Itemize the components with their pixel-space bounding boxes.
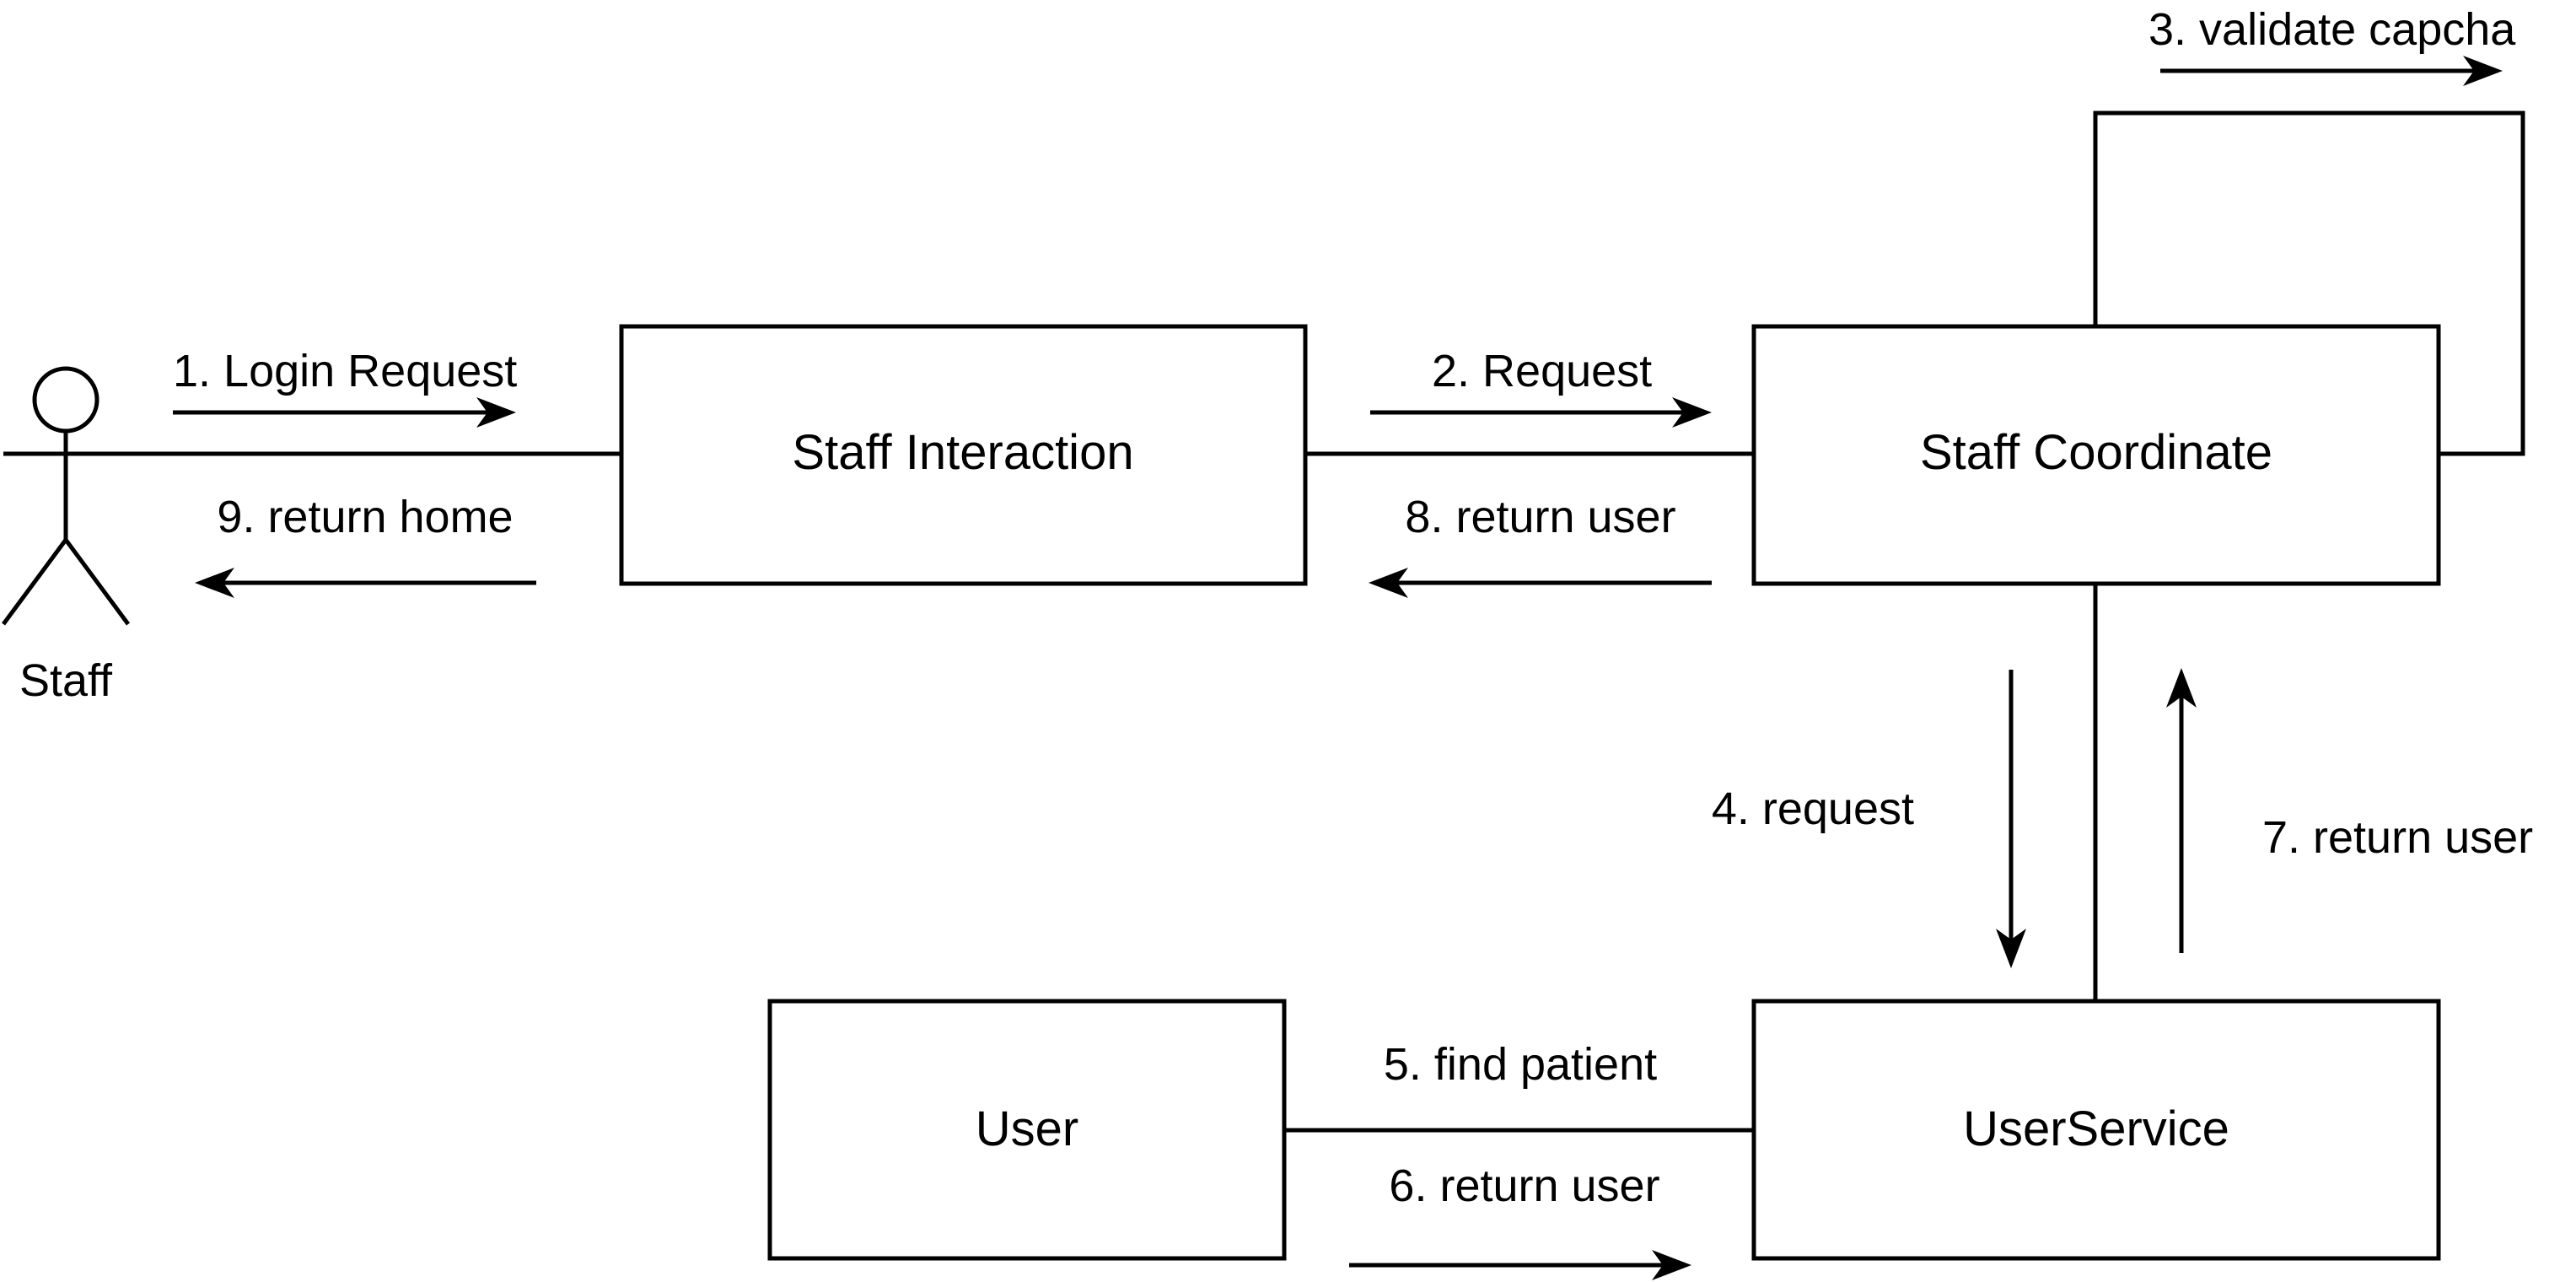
- actor-leg-right: [63, 538, 131, 626]
- message-5-label: 5. find patient: [1384, 1039, 1657, 1090]
- message-1-arrowhead: [476, 397, 516, 428]
- message-3: 3. validate capcha: [2148, 4, 2516, 86]
- message-2: 2. Request: [1370, 346, 1712, 428]
- message-4: 4. request: [1712, 670, 2026, 968]
- node-user: User: [767, 999, 1287, 1261]
- message-1-label: 1. Login Request: [173, 346, 517, 396]
- message-8: 8. return user: [1369, 492, 1712, 598]
- node-staff-interaction-label: Staff Interaction: [792, 425, 1133, 480]
- message-2-arrowhead: [1672, 397, 1712, 428]
- message-7-label: 7. return user: [2262, 812, 2533, 863]
- message-5: 5. find patient: [1384, 1039, 1657, 1090]
- message-3-arrowhead: [2463, 56, 2503, 86]
- node-user-service-label: UserService: [1963, 1102, 2229, 1156]
- actor-leg-left: [1, 538, 68, 626]
- message-9-arrowhead: [195, 568, 234, 598]
- message-6: 6. return user: [1349, 1161, 1691, 1280]
- node-user-label: User: [976, 1102, 1078, 1156]
- message-6-label: 6. return user: [1389, 1161, 1659, 1211]
- message-1: 1. Login Request: [173, 346, 517, 428]
- node-user-service: UserService: [1751, 999, 2441, 1261]
- message-3-label: 3. validate capcha: [2148, 4, 2516, 55]
- message-4-arrowhead: [1996, 929, 2026, 968]
- message-2-label: 2. Request: [1432, 346, 1652, 396]
- actor-staff: Staff: [1, 366, 131, 706]
- node-staff-coordinate: Staff Coordinate: [1751, 324, 2441, 586]
- message-7: 7. return user: [2166, 668, 2533, 953]
- message-9: 9. return home: [195, 492, 536, 598]
- message-7-arrowhead: [2166, 668, 2197, 708]
- message-9-label: 9. return home: [217, 492, 513, 542]
- message-8-arrowhead: [1369, 568, 1408, 598]
- node-staff-coordinate-label: Staff Coordinate: [1920, 425, 2272, 480]
- message-6-arrowhead: [1652, 1250, 1691, 1280]
- node-staff-interaction: Staff Interaction: [619, 324, 1308, 586]
- actor-label: Staff: [19, 655, 113, 706]
- actor-head: [32, 366, 99, 434]
- link-coordinate-self-loop: [2093, 110, 2525, 456]
- message-8-label: 8. return user: [1405, 492, 1675, 542]
- message-4-label: 4. request: [1712, 784, 1914, 834]
